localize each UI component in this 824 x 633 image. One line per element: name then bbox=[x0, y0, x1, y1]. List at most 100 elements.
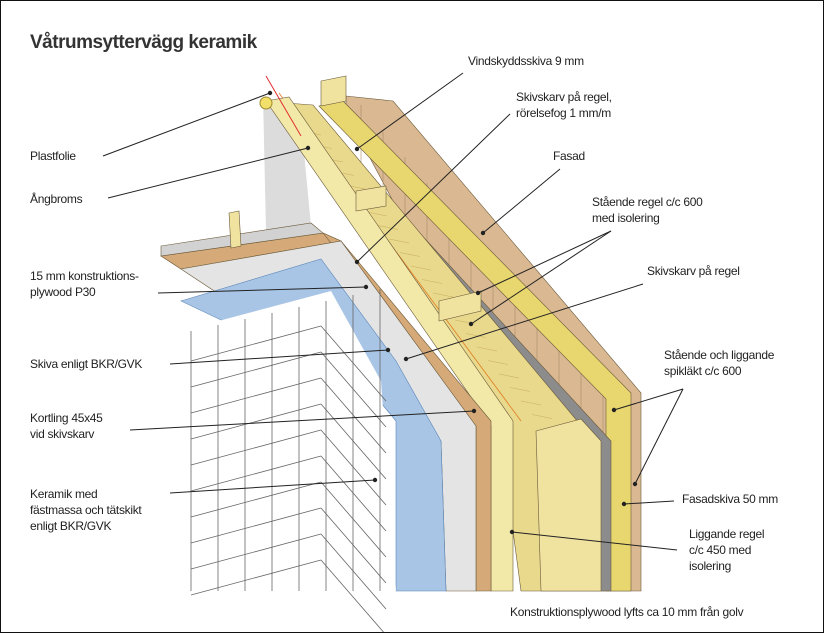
tile-grid-line bbox=[320, 351, 387, 428]
label-line: 15 mm konstruktions- bbox=[30, 269, 139, 283]
leader-dot bbox=[480, 230, 486, 236]
label-vindskydd: Vindskyddsskiva 9 mm bbox=[468, 54, 584, 68]
stud-top-end bbox=[320, 75, 347, 107]
tile-grid-line bbox=[190, 455, 322, 492]
leader-dot bbox=[385, 347, 391, 353]
leader-line bbox=[470, 230, 612, 325]
leader-dot bbox=[475, 290, 481, 296]
insulation-texture bbox=[410, 265, 432, 271]
insulation-texture bbox=[377, 225, 399, 230]
tile-grid-line bbox=[320, 403, 387, 480]
label-line: rörelsefog 1 mm/m bbox=[516, 106, 611, 120]
tile-grid-line bbox=[190, 377, 322, 414]
leader-dot bbox=[354, 259, 360, 265]
tile-wall bbox=[181, 291, 396, 591]
label-fasadskiva: Fasadskiva 50 mm bbox=[682, 492, 778, 506]
label-skivskarv-rorelse: Skivskarv på regel, rörelsefog 1 mm/m bbox=[516, 89, 612, 121]
label-line: plywood P30 bbox=[30, 285, 96, 299]
label-footer-note: Konstruktionsplywood lyfts ca 10 mm från… bbox=[510, 605, 744, 619]
leader-line bbox=[405, 283, 644, 360]
insulation-texture bbox=[366, 211, 388, 217]
leader-dot bbox=[403, 356, 409, 362]
leader-line bbox=[169, 479, 376, 494]
label-line: enligt BKR/GVK bbox=[30, 519, 112, 533]
label-keramik: Keramik med fästmassa och tätskikt enlig… bbox=[30, 486, 142, 534]
label-line: Kortling 45x45 bbox=[30, 411, 103, 425]
leader-line bbox=[356, 72, 464, 150]
diagram-title: Våtrumsyttervägg keramik bbox=[30, 32, 257, 53]
label-line: isolering bbox=[689, 559, 731, 573]
insulation-texture bbox=[509, 387, 531, 392]
leader-dot bbox=[468, 321, 474, 327]
tile-grid-line bbox=[190, 533, 322, 570]
insulation-texture bbox=[432, 292, 454, 298]
label-skivskarv: Skivskarv på regel bbox=[647, 264, 740, 278]
tile-grid-line bbox=[320, 455, 387, 532]
tile-grid-line bbox=[190, 403, 322, 440]
insulation-texture bbox=[421, 279, 443, 284]
insulation-texture bbox=[388, 238, 410, 244]
tile-grid-line bbox=[190, 325, 322, 362]
label-line: Stående regel c/c 600 bbox=[592, 195, 703, 209]
tile-grid-line bbox=[320, 533, 387, 610]
leader-line bbox=[169, 349, 389, 365]
label-line: Keramik med bbox=[30, 487, 98, 501]
label-spiklakt: Stående och liggande spikläkt c/c 600 bbox=[664, 347, 774, 379]
label-skiva-bkr: Skiva enligt BKR/GVK bbox=[30, 357, 143, 371]
leader-dot bbox=[363, 284, 369, 290]
tile-grid-line bbox=[320, 377, 387, 454]
label-staende-regel: Stående regel c/c 600 med isolering bbox=[592, 194, 703, 226]
insulation-texture bbox=[487, 360, 509, 365]
leader-dot bbox=[372, 477, 378, 483]
label-fasad: Fasad bbox=[553, 149, 585, 163]
tile-grid-line bbox=[320, 559, 384, 632]
label-plywood: 15 mm konstruktions- plywood P30 bbox=[30, 268, 139, 300]
leader-line bbox=[477, 230, 612, 294]
insulation-texture bbox=[465, 333, 487, 338]
leader-line bbox=[356, 113, 511, 263]
batten-end bbox=[228, 210, 242, 249]
tile-grid-line bbox=[320, 325, 387, 402]
insulation-texture bbox=[531, 414, 553, 419]
leader-line bbox=[482, 168, 561, 234]
label-line: Stående och liggande bbox=[664, 348, 775, 362]
kortling-block bbox=[355, 185, 387, 212]
insulation-texture bbox=[476, 346, 498, 352]
leader-line bbox=[102, 92, 271, 157]
standing-stud-end bbox=[535, 418, 602, 592]
label-liggande-regel: Liggande regel c/c 450 med isolering bbox=[689, 526, 765, 574]
tile-grid-line bbox=[190, 429, 322, 466]
insulation-texture bbox=[520, 400, 542, 406]
tile-grid-line bbox=[320, 507, 387, 584]
insulation-texture bbox=[399, 252, 421, 257]
leader-dot bbox=[267, 90, 273, 96]
label-line: fästmassa och tätskikt bbox=[30, 503, 142, 517]
label-angbroms: Ångbroms bbox=[30, 192, 83, 206]
label-line: spikläkt c/c 600 bbox=[664, 364, 742, 378]
film-roll-icon bbox=[259, 96, 273, 110]
tile-grid-line bbox=[190, 507, 322, 544]
tile-grid bbox=[190, 289, 387, 632]
label-kortling: Kortling 45x45 vid skivskarv bbox=[30, 410, 103, 442]
tile-grid-line bbox=[190, 351, 322, 388]
label-line: c/c 450 med bbox=[689, 543, 752, 557]
leader-line bbox=[511, 531, 678, 551]
leader-dot bbox=[632, 481, 638, 487]
leader-dot bbox=[471, 408, 477, 414]
label-line: Liggande regel bbox=[689, 527, 765, 541]
leader-line bbox=[634, 388, 684, 485]
leader-dot bbox=[621, 501, 627, 507]
leader-dot bbox=[305, 145, 311, 151]
tile-grid-line bbox=[320, 429, 387, 506]
leader-line bbox=[623, 500, 675, 505]
label-plastfolie: Plastfolie bbox=[30, 149, 76, 163]
leader-dot bbox=[509, 529, 515, 535]
tile-grid-line bbox=[190, 481, 322, 518]
leader-line bbox=[157, 286, 367, 294]
insulation-texture bbox=[498, 373, 520, 379]
leader-line bbox=[613, 388, 684, 411]
tile-grid-line bbox=[320, 481, 387, 558]
plastic-film-edge bbox=[265, 75, 302, 137]
